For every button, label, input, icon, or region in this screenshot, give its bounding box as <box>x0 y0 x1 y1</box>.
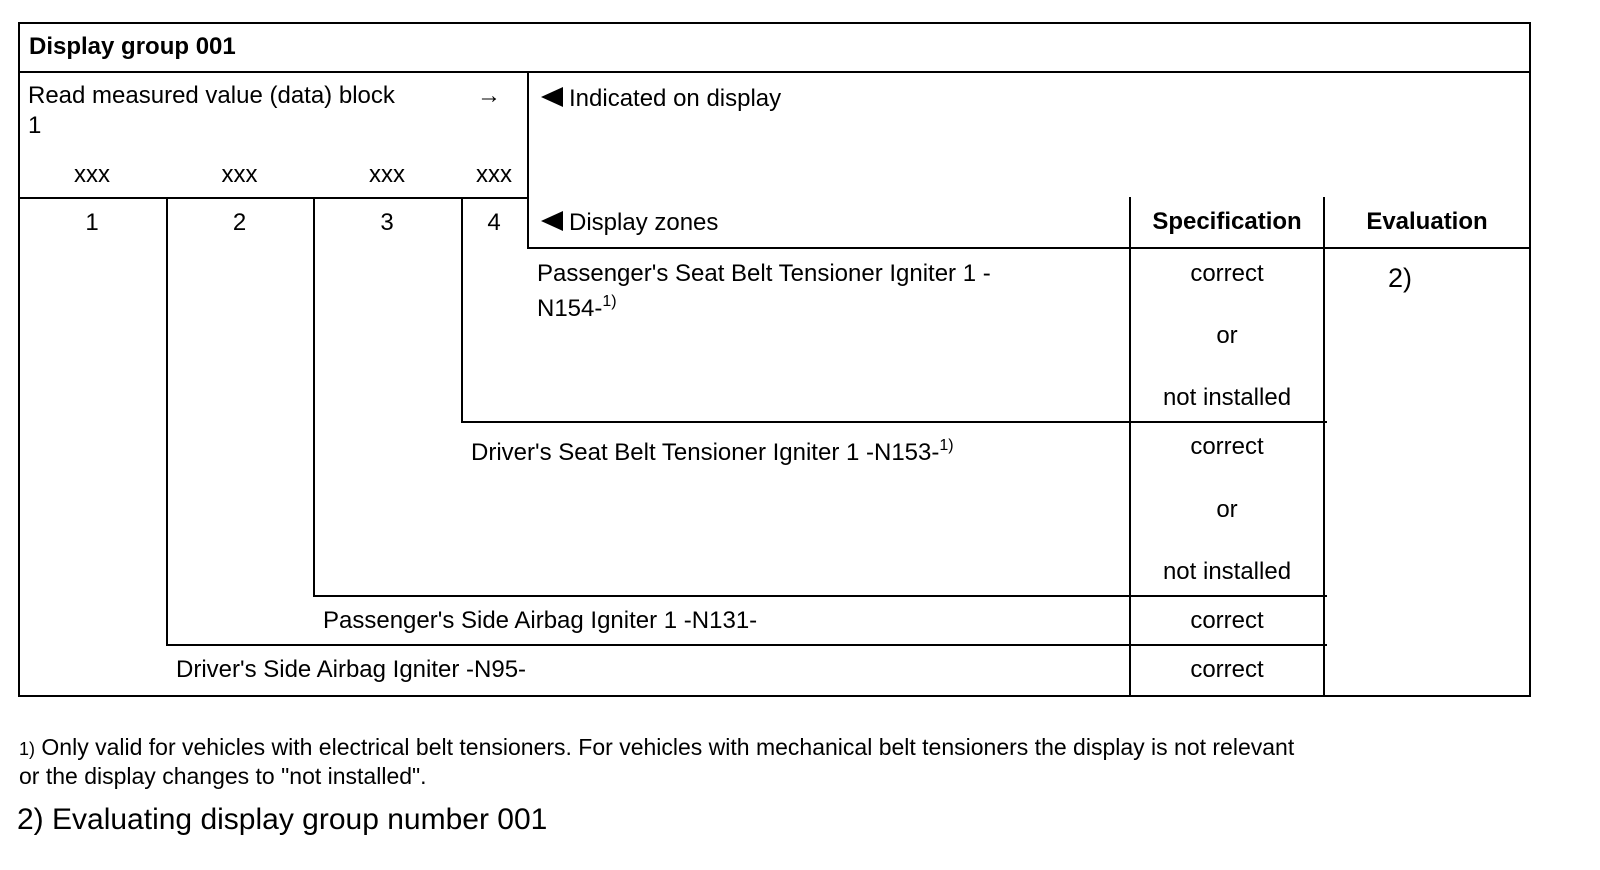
row-4-zone: Driver's Side Airbag Igniter -N95- <box>176 656 527 683</box>
row-3-spec-1: correct <box>1190 607 1264 634</box>
footnote-1-line-2: or the display changes to "not installed… <box>19 763 427 789</box>
row-2-rule <box>313 595 1327 597</box>
indicated-on-display-text: Indicated on display <box>569 85 782 112</box>
left-pointer-icon <box>541 211 563 231</box>
row-1-zone-cont: N154-1) <box>537 293 617 323</box>
column-number-2: 2 <box>232 209 247 236</box>
row-2-spec-1: correct <box>1190 433 1264 460</box>
evaluation-divider <box>1323 197 1325 697</box>
column-3-divider <box>461 197 463 423</box>
footnote-ref: 1) <box>602 293 617 310</box>
row-1-spec-2: or <box>1216 322 1238 349</box>
zones-header-rule <box>527 247 1531 249</box>
evaluation-header: Evaluation <box>1366 208 1488 235</box>
column-2-divider <box>313 197 315 597</box>
footnote-1-line-1: 1) Only valid for vehicles with electric… <box>19 734 1295 760</box>
read-block-label: Read measured value (data) block <box>28 82 395 109</box>
column-number-4: 4 <box>487 209 501 236</box>
specification-divider <box>1129 197 1131 697</box>
footnote-ref: 1) <box>939 437 954 454</box>
table-title: Display group 001 <box>29 33 236 60</box>
row-1-spec-3: not installed <box>1162 384 1292 411</box>
column-1-divider <box>166 197 168 646</box>
row-3-zone: Passenger's Side Airbag Igniter 1 -N131- <box>323 607 758 634</box>
row-4-spec-1: correct <box>1190 656 1264 683</box>
column-number-1: 1 <box>85 209 99 236</box>
row-2-spec-3: not installed <box>1162 558 1292 585</box>
footnote-2: 2) Evaluating display group number 001 <box>17 803 548 836</box>
columns-rule-left <box>18 197 529 199</box>
placeholder-1: xxx <box>74 161 110 188</box>
row-1-spec-1: correct <box>1190 260 1264 287</box>
evaluation-reference: 2) <box>1388 263 1413 293</box>
row-1-rule <box>461 421 1327 423</box>
left-pointer-icon <box>541 87 563 107</box>
specification-header: Specification <box>1152 208 1302 235</box>
placeholder-4: xxx <box>476 161 512 188</box>
display-group-table <box>18 22 1531 697</box>
row-1-zone: Passenger's Seat Belt Tensioner Igniter … <box>537 260 991 287</box>
row-2-zone: Driver's Seat Belt Tensioner Igniter 1 -… <box>471 437 954 467</box>
footnote-1-mark: 1) <box>19 739 36 759</box>
placeholder-3: xxx <box>369 161 405 188</box>
column-number-3: 3 <box>380 209 394 236</box>
display-zones-text: Display zones <box>569 209 719 236</box>
placeholder-2: xxx <box>221 161 258 188</box>
read-block-arrow: → <box>477 82 501 109</box>
indicated-divider <box>527 71 529 249</box>
indicated-on-display-label: Indicated on display <box>541 84 781 114</box>
row-2-spec-2: or <box>1216 496 1238 523</box>
header-rule <box>18 71 1531 73</box>
read-block-number: 1 <box>28 112 42 139</box>
display-zones-header: Display zones <box>541 208 718 238</box>
row-3-rule <box>166 644 1327 646</box>
